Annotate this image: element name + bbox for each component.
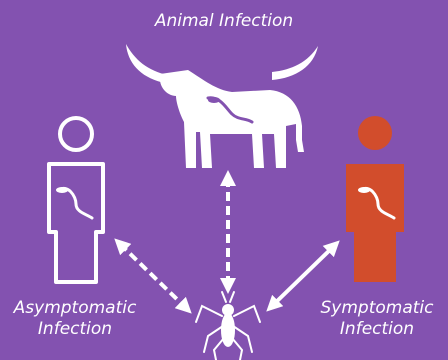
asymptomatic-infection-label: Asymptomatic Infection bbox=[0, 298, 150, 340]
arrow-symptomatic-mosquito bbox=[272, 246, 334, 306]
person-filled-icon bbox=[346, 116, 404, 282]
animal-infection-label: Animal Infection bbox=[124, 11, 324, 32]
symptomatic-label-line1: Symptomatic bbox=[306, 298, 448, 319]
symptomatic-infection-label: Symptomatic Infection bbox=[306, 298, 448, 340]
symptomatic-label-line2: Infection bbox=[306, 319, 448, 340]
asymptomatic-label-line2: Infection bbox=[0, 319, 150, 340]
asymptomatic-parasite-icon bbox=[56, 187, 92, 218]
mosquito-icon bbox=[196, 292, 260, 360]
asymptomatic-label-line1: Asymptomatic bbox=[0, 298, 150, 319]
cattle-icon bbox=[126, 44, 318, 168]
